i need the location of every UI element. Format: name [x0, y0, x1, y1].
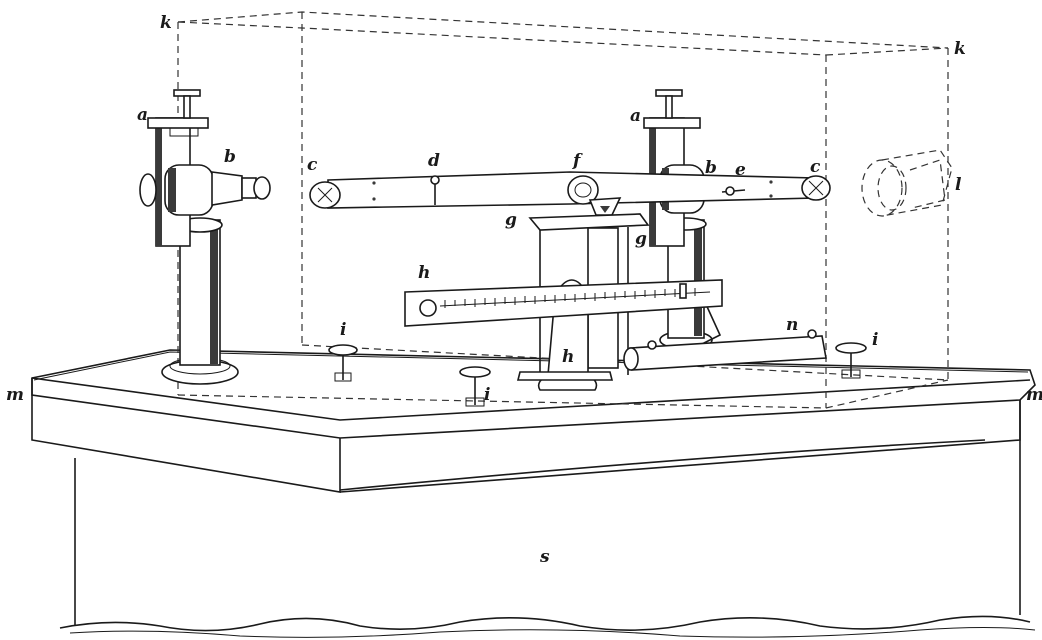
label-s: s	[539, 547, 550, 567]
label-d: d	[428, 151, 440, 171]
label-m-right: m	[1026, 385, 1042, 405]
balance-beam	[309, 171, 831, 216]
left-microscope-column	[139, 89, 271, 385]
label-k-top-right: k	[954, 39, 966, 59]
label-m-left: m	[6, 385, 24, 405]
tube-n	[623, 329, 827, 371]
base-slab-m	[31, 349, 1036, 493]
label-c-left: c	[307, 155, 318, 175]
scale-h	[404, 279, 723, 327]
label-h-stand: h	[562, 347, 574, 367]
label-a-left: a	[137, 105, 148, 125]
label-f: f	[572, 151, 583, 171]
label-i-right: i	[872, 330, 878, 350]
label-n: n	[786, 315, 798, 335]
label-b-right: b	[705, 158, 717, 178]
scale-ticks	[444, 288, 696, 308]
letter-labels: k k a a b b c c d e f g g h h i i i l m …	[6, 13, 1042, 567]
label-i-left: i	[340, 320, 346, 340]
label-l: l	[955, 175, 962, 195]
lamp-l	[861, 149, 953, 217]
label-g-left: g	[505, 210, 517, 230]
label-e: e	[735, 160, 746, 180]
label-g-right: g	[635, 229, 647, 249]
glass-case-k	[177, 11, 949, 409]
label-i-center: i	[484, 385, 490, 405]
label-b-left: b	[224, 147, 236, 167]
pedestal-s	[59, 400, 1036, 638]
label-k-top-left: k	[160, 13, 172, 33]
label-h-scale: h	[418, 263, 430, 283]
leveling-screws-i	[328, 342, 867, 407]
label-c-right: c	[810, 157, 821, 177]
label-a-right: a	[630, 106, 641, 126]
